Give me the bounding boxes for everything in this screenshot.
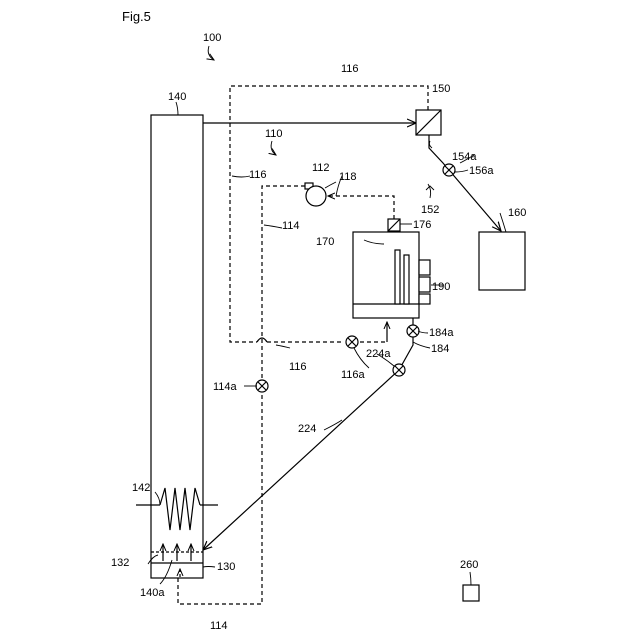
- box-260: [463, 585, 479, 601]
- valve-224a: [393, 364, 405, 376]
- label-110: 110: [265, 128, 283, 140]
- label-118: 118: [339, 171, 357, 183]
- label-160: 160: [508, 207, 526, 219]
- label-130: 130: [217, 561, 235, 573]
- label-114-top: 114: [282, 220, 300, 232]
- label-184: 184: [431, 343, 449, 355]
- label-184a: 184a: [429, 327, 454, 339]
- label-140a: 140a: [140, 587, 165, 599]
- label-116-left: 116: [249, 169, 267, 181]
- sensor-176: [388, 219, 400, 232]
- line-154a: [429, 135, 501, 231]
- valve-116a: [346, 336, 358, 348]
- label-152: 152: [421, 204, 439, 216]
- label-114a: 114a: [213, 381, 238, 393]
- label-116a: 116a: [341, 369, 366, 381]
- line-114: [178, 186, 305, 604]
- leader-lines: [148, 46, 506, 585]
- label-116-top: 116: [341, 63, 359, 75]
- valve-114a: [256, 380, 268, 392]
- labels: 100 110 112 116 116 116 116a 118 114 114…: [111, 32, 526, 632]
- label-100: 100: [203, 32, 221, 44]
- separator-150: [416, 110, 441, 135]
- label-140: 140: [168, 91, 186, 103]
- unit-170: [353, 232, 419, 318]
- figure-title: Fig.5: [122, 9, 151, 24]
- label-142: 142: [132, 482, 150, 494]
- label-150: 150: [432, 83, 450, 95]
- valve-156a: [443, 164, 455, 176]
- tank-160: [479, 232, 525, 290]
- label-224: 224: [298, 423, 316, 435]
- heater-coil-142: [136, 488, 218, 530]
- label-170: 170: [316, 236, 334, 248]
- label-116-bottom: 116: [289, 361, 307, 373]
- label-132: 132: [111, 557, 129, 569]
- line-118: [328, 196, 394, 219]
- label-114-bottom: 114: [210, 620, 228, 632]
- label-190: 190: [432, 281, 450, 293]
- label-156a: 156a: [469, 165, 494, 177]
- label-224a: 224a: [366, 348, 391, 360]
- label-260: 260: [460, 559, 478, 571]
- label-112: 112: [312, 162, 330, 174]
- label-176: 176: [413, 219, 431, 231]
- module-190: [419, 260, 430, 304]
- valve-184a: [407, 325, 419, 337]
- pump-112: [305, 183, 326, 206]
- label-154a: 154a: [452, 151, 477, 163]
